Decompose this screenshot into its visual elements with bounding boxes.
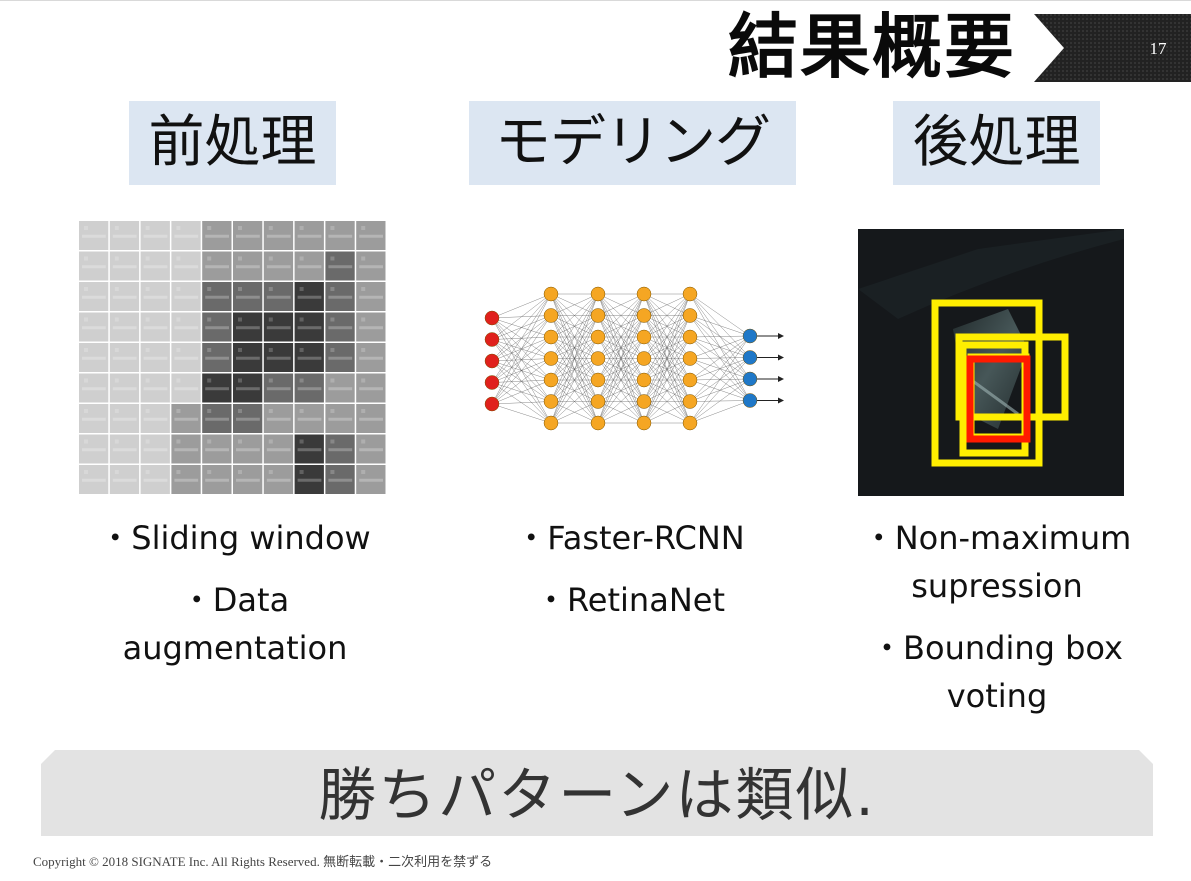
bullet-item: ・Data augmentation <box>122 581 348 667</box>
label-preprocessing: 前処理 <box>129 101 336 185</box>
chevron-badge-icon <box>1034 14 1191 82</box>
slide-title: 結果概要 <box>728 6 1016 88</box>
label-modeling: モデリング <box>469 101 796 185</box>
bullets-postprocessing: ・Non-maximum supression ・Bounding box vo… <box>862 514 1132 720</box>
bullets-modeling: ・Faster-RCNN ・RetinaNet <box>480 514 780 624</box>
copyright-footer: Copyright © 2018 SIGNATE Inc. All Rights… <box>33 854 493 869</box>
conclusion-banner <box>41 750 1153 836</box>
bullet-item: ・Bounding box voting <box>871 629 1123 715</box>
sliding-window-tiles-image <box>79 221 386 494</box>
bullet-item: ・Sliding window <box>99 519 371 557</box>
bullet-item: ・RetinaNet <box>535 581 725 619</box>
page-number: 17 <box>1149 39 1167 58</box>
detection-boxes-image <box>858 229 1124 496</box>
top-divider <box>0 0 1191 1</box>
conclusion-text: 勝ちパターンは類似. <box>318 761 876 829</box>
bullet-item: ・Non-maximum supression <box>862 519 1132 605</box>
neural-network-icon <box>484 286 784 431</box>
bullet-item: ・Faster-RCNN <box>515 519 745 557</box>
bullets-preprocessing: ・Sliding window ・Data augmentation <box>90 514 380 672</box>
label-postprocessing: 後処理 <box>893 101 1100 185</box>
